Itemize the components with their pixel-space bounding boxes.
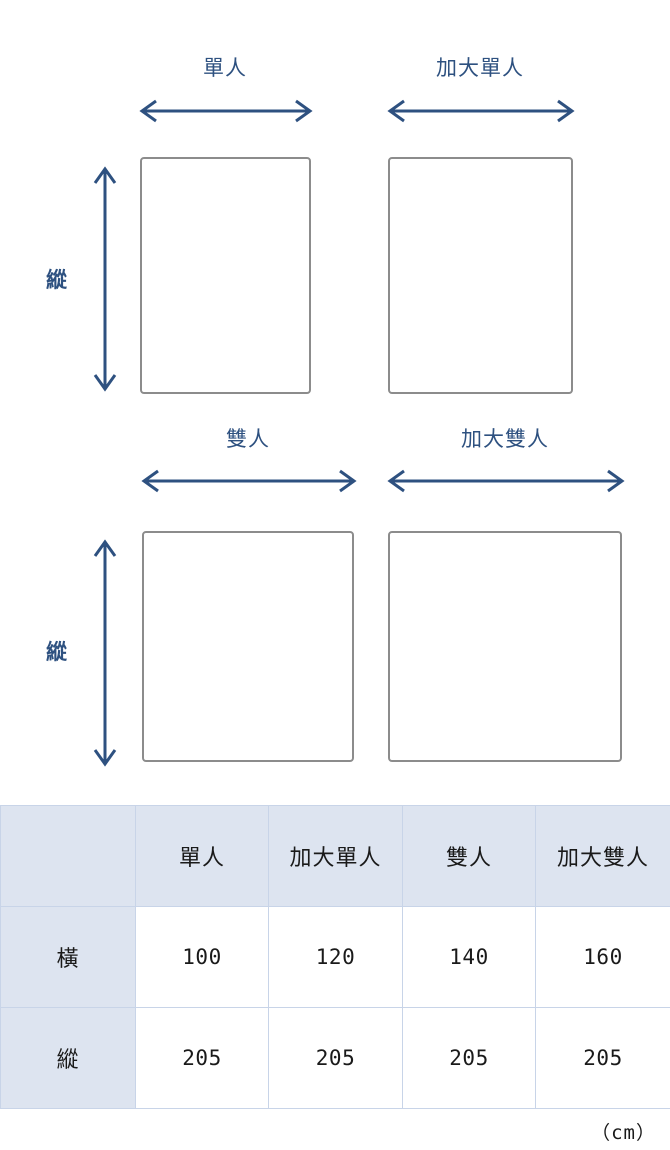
height-axis-label-row2: 縱 — [46, 641, 67, 664]
bed-rect-queen — [388, 531, 622, 762]
bed-rect-single — [140, 157, 311, 394]
row-label-width: 橫 — [0, 906, 136, 1008]
table-header-queen: 加大雙人 — [535, 805, 670, 907]
bed-rect-super-single — [388, 157, 573, 394]
height-axis-label-row1: 縱 — [46, 269, 67, 292]
cell-height-queen: 205 — [535, 1007, 670, 1109]
width-arrow-super-single — [387, 99, 575, 123]
bed-rect-double — [142, 531, 354, 762]
cell-height-super-single: 205 — [268, 1007, 403, 1109]
table-corner-cell — [0, 805, 136, 907]
bed-label-queen: 加大雙人 — [461, 428, 549, 451]
cell-width-queen: 160 — [535, 906, 670, 1008]
table-row: 縱 205 205 205 205 — [0, 1007, 670, 1109]
unit-note: （cm） — [591, 1122, 656, 1144]
table-header-double: 雙人 — [402, 805, 536, 907]
table-header-single: 單人 — [135, 805, 269, 907]
height-arrow-row2 — [93, 539, 117, 767]
cell-width-double: 140 — [402, 906, 536, 1008]
width-arrow-double — [141, 469, 357, 493]
width-arrow-single — [139, 99, 313, 123]
bed-label-super-single: 加大單人 — [436, 57, 524, 80]
table-header-row: 單人 加大單人 雙人 加大雙人 — [0, 805, 670, 907]
width-arrow-queen — [387, 469, 625, 493]
table-row: 橫 100 120 140 160 — [0, 906, 670, 1008]
bed-label-double: 雙人 — [226, 428, 270, 451]
bed-size-diagram: 單人 加大單人 縱 雙人 加大雙人 縱 — [46, 57, 625, 767]
table-header-super-single: 加大單人 — [268, 805, 403, 907]
cell-width-super-single: 120 — [268, 906, 403, 1008]
cell-height-double: 205 — [402, 1007, 536, 1109]
bed-size-table: 單人 加大單人 雙人 加大雙人 橫 100 120 140 160 縱 205 … — [0, 805, 670, 1109]
bed-label-single: 單人 — [203, 57, 247, 80]
cell-width-single: 100 — [135, 906, 269, 1008]
height-arrow-row1 — [93, 166, 117, 392]
row-label-height: 縱 — [0, 1007, 136, 1109]
cell-height-single: 205 — [135, 1007, 269, 1109]
